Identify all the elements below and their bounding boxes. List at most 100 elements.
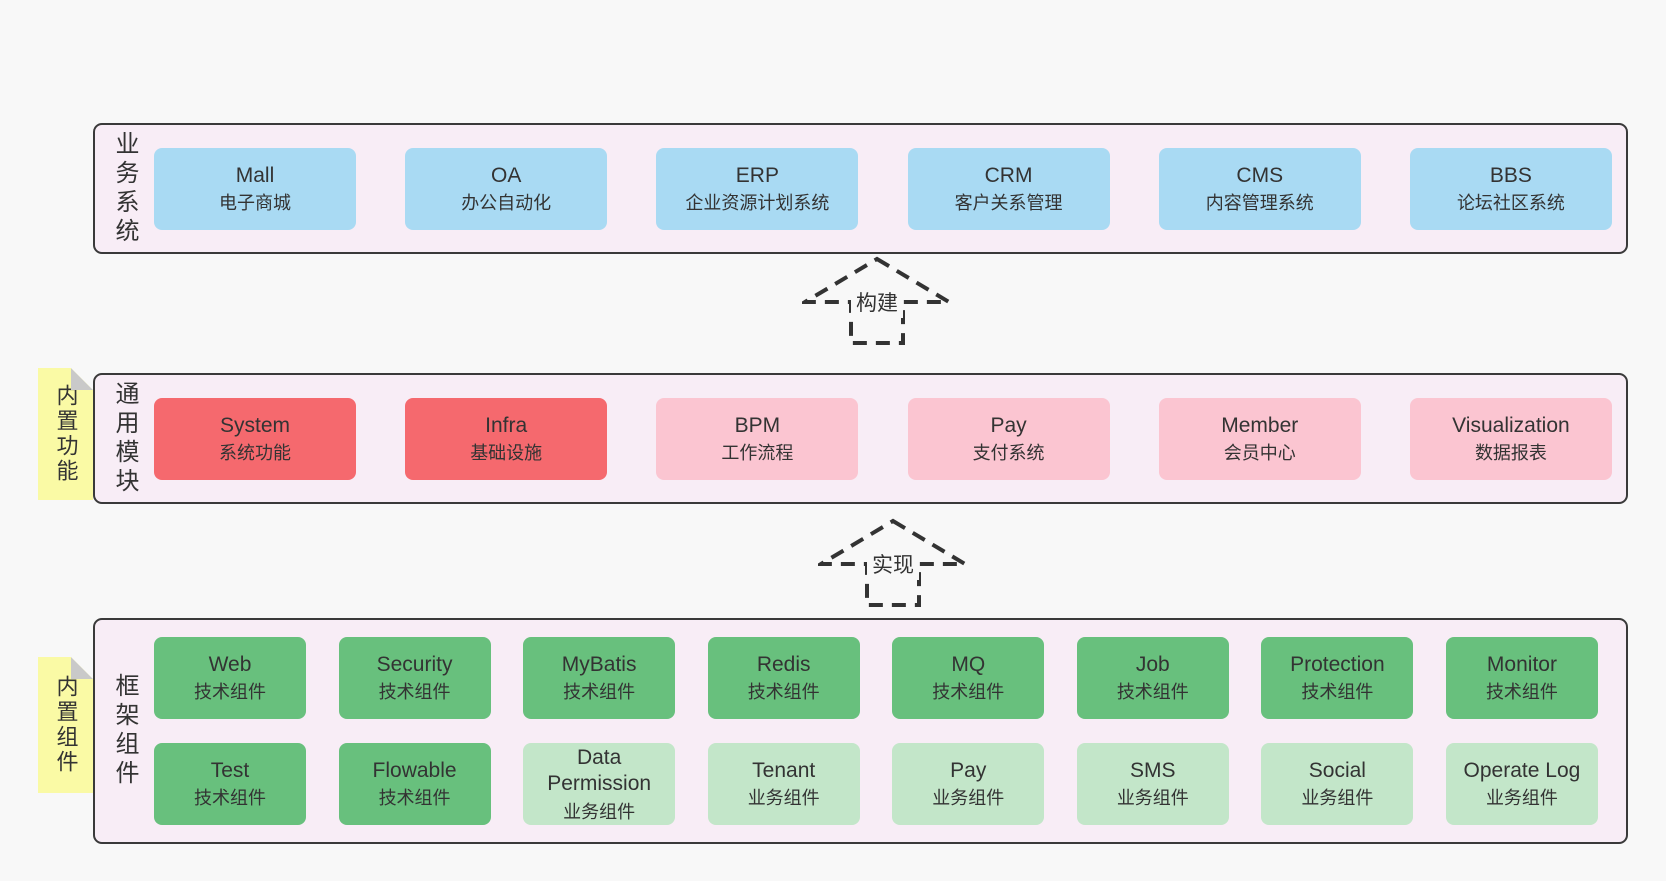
box-name: Infra — [485, 413, 528, 437]
box-name: Pay — [990, 413, 1027, 437]
box-name: Web — [208, 653, 252, 677]
box-mall: Mall 电子商城 — [154, 147, 356, 230]
framework-row-1: Web 技术组件 Security 技术组件 MyBatis 技术组件 Redi… — [154, 637, 1598, 719]
sticky-note-built-in-components: 内置组件 — [38, 657, 93, 793]
box-desc: 技术组件 — [1116, 682, 1189, 703]
box-pay: Pay 支付系统 — [907, 397, 1110, 480]
box-erp: ERP 企业资源计划系统 — [656, 147, 859, 230]
box-social: Social 业务组件 — [1261, 743, 1414, 825]
box-oa: OA 办公自动化 — [405, 147, 608, 230]
box-name: MyBatis — [561, 653, 637, 677]
box-job: Job 技术组件 — [1076, 637, 1229, 719]
box-name: Pay — [950, 759, 987, 783]
box-system: System 系统功能 — [154, 397, 356, 480]
box-desc: 基础设施 — [470, 442, 543, 463]
box-sms: SMS 业务组件 — [1076, 743, 1229, 825]
layer-label-common-modules: 通用模块 — [111, 380, 138, 497]
framework-rows: Web 技术组件 Security 技术组件 MyBatis 技术组件 Redi… — [154, 637, 1598, 825]
arrow-implement: 实现 — [818, 518, 968, 608]
box-desc: 会员中心 — [1223, 442, 1296, 463]
box-desc: 业务组件 — [747, 788, 820, 809]
box-name: Tenant — [752, 759, 816, 783]
box-name: Redis — [756, 653, 811, 677]
sticky-note-built-in-features: 内置功能 — [38, 368, 93, 500]
box-name: CRM — [984, 163, 1033, 187]
layer-framework-components: 框架组件 Web 技术组件 Security 技术组件 MyBatis 技术组件… — [93, 618, 1628, 844]
up-arrow-dashed-icon — [802, 256, 952, 345]
box-monitor: Monitor 技术组件 — [1445, 637, 1598, 719]
note-label: 内置功能 — [53, 384, 79, 484]
box-desc: 业务组件 — [1301, 788, 1374, 809]
box-desc: 业务组件 — [563, 801, 636, 822]
box-desc: 技术组件 — [747, 682, 820, 703]
box-operate-log: Operate Log 业务组件 — [1445, 743, 1598, 825]
box-desc: 业务组件 — [1485, 788, 1558, 809]
box-desc: 技术组件 — [1485, 682, 1558, 703]
box-name: Protection — [1290, 653, 1385, 677]
box-name: SMS — [1130, 759, 1176, 783]
box-visualization: Visualization 数据报表 — [1409, 397, 1612, 480]
box-desc: 支付系统 — [972, 442, 1045, 463]
box-tenant: Tenant 业务组件 — [707, 743, 860, 825]
box-name: Operate Log — [1463, 759, 1581, 783]
box-member: Member 会员中心 — [1158, 397, 1361, 480]
box-name: Data Permission — [547, 746, 652, 796]
box-desc: 客户关系管理 — [954, 192, 1063, 213]
box-test: Test 技术组件 — [154, 743, 306, 825]
layer-label-framework-components: 框架组件 — [111, 673, 138, 789]
box-desc: 技术组件 — [932, 682, 1005, 703]
box-name: Flowable — [372, 759, 457, 783]
box-name: Member — [1221, 413, 1299, 437]
framework-row-2: Test 技术组件 Flowable 技术组件 Data Permission … — [154, 743, 1598, 825]
box-bpm: BPM 工作流程 — [656, 397, 859, 480]
box-name: BPM — [734, 413, 781, 437]
box-pay-component: Pay 业务组件 — [892, 743, 1045, 825]
box-mq: MQ 技术组件 — [892, 637, 1045, 719]
box-desc: 论坛社区系统 — [1456, 192, 1565, 213]
arrow-build: 构建 — [802, 256, 952, 346]
box-desc: 技术组件 — [378, 788, 451, 809]
box-name: Job — [1135, 653, 1170, 677]
box-desc: 业务组件 — [1116, 788, 1189, 809]
box-name: Test — [210, 759, 250, 783]
box-security: Security 技术组件 — [338, 637, 491, 719]
box-cms: CMS 内容管理系统 — [1158, 147, 1361, 230]
box-crm: CRM 客户关系管理 — [907, 147, 1110, 230]
box-name: CMS — [1236, 163, 1284, 187]
box-desc: 企业资源计划系统 — [685, 192, 830, 213]
box-name: OA — [491, 163, 522, 187]
box-name: Social — [1308, 759, 1366, 783]
note-label: 内置组件 — [53, 675, 79, 775]
box-infra: Infra 基础设施 — [405, 397, 608, 480]
box-name: Security — [376, 653, 453, 677]
up-arrow-dashed-icon — [818, 518, 968, 607]
box-desc: 技术组件 — [194, 682, 266, 703]
box-name: MQ — [951, 653, 986, 677]
box-name: System — [219, 413, 290, 437]
note-fold-icon — [71, 657, 93, 679]
business-boxes-row: Mall 电子商城 OA 办公自动化 ERP 企业资源计划系统 CRM 客户关系… — [154, 147, 1612, 230]
box-desc: 工作流程 — [721, 442, 794, 463]
box-desc: 数据报表 — [1474, 442, 1547, 463]
box-desc: 电子商城 — [219, 192, 291, 213]
modules-boxes-row: System 系统功能 Infra 基础设施 BPM 工作流程 Pay 支付系统… — [154, 397, 1612, 480]
box-desc: 技术组件 — [1301, 682, 1374, 703]
box-redis: Redis 技术组件 — [707, 637, 860, 719]
note-fold-icon — [71, 368, 93, 390]
box-flowable: Flowable 技术组件 — [338, 743, 491, 825]
box-desc: 业务组件 — [932, 788, 1005, 809]
arrow-implement-label: 实现 — [867, 548, 919, 580]
box-name: Visualization — [1452, 413, 1570, 437]
box-desc: 办公自动化 — [461, 192, 552, 213]
layer-label-business-systems: 业务系统 — [111, 130, 138, 247]
box-desc: 技术组件 — [378, 682, 451, 703]
box-protection: Protection 技术组件 — [1261, 637, 1414, 719]
arrow-build-label: 构建 — [851, 286, 903, 318]
box-desc: 内容管理系统 — [1205, 192, 1314, 213]
box-name: Monitor — [1486, 653, 1557, 677]
box-name: ERP — [735, 163, 779, 187]
layer-common-modules: 通用模块 System 系统功能 Infra 基础设施 BPM 工作流程 Pay… — [93, 373, 1628, 504]
box-bbs: BBS 论坛社区系统 — [1409, 147, 1612, 230]
box-name: Mall — [235, 163, 275, 187]
box-mybatis: MyBatis 技术组件 — [523, 637, 676, 719]
